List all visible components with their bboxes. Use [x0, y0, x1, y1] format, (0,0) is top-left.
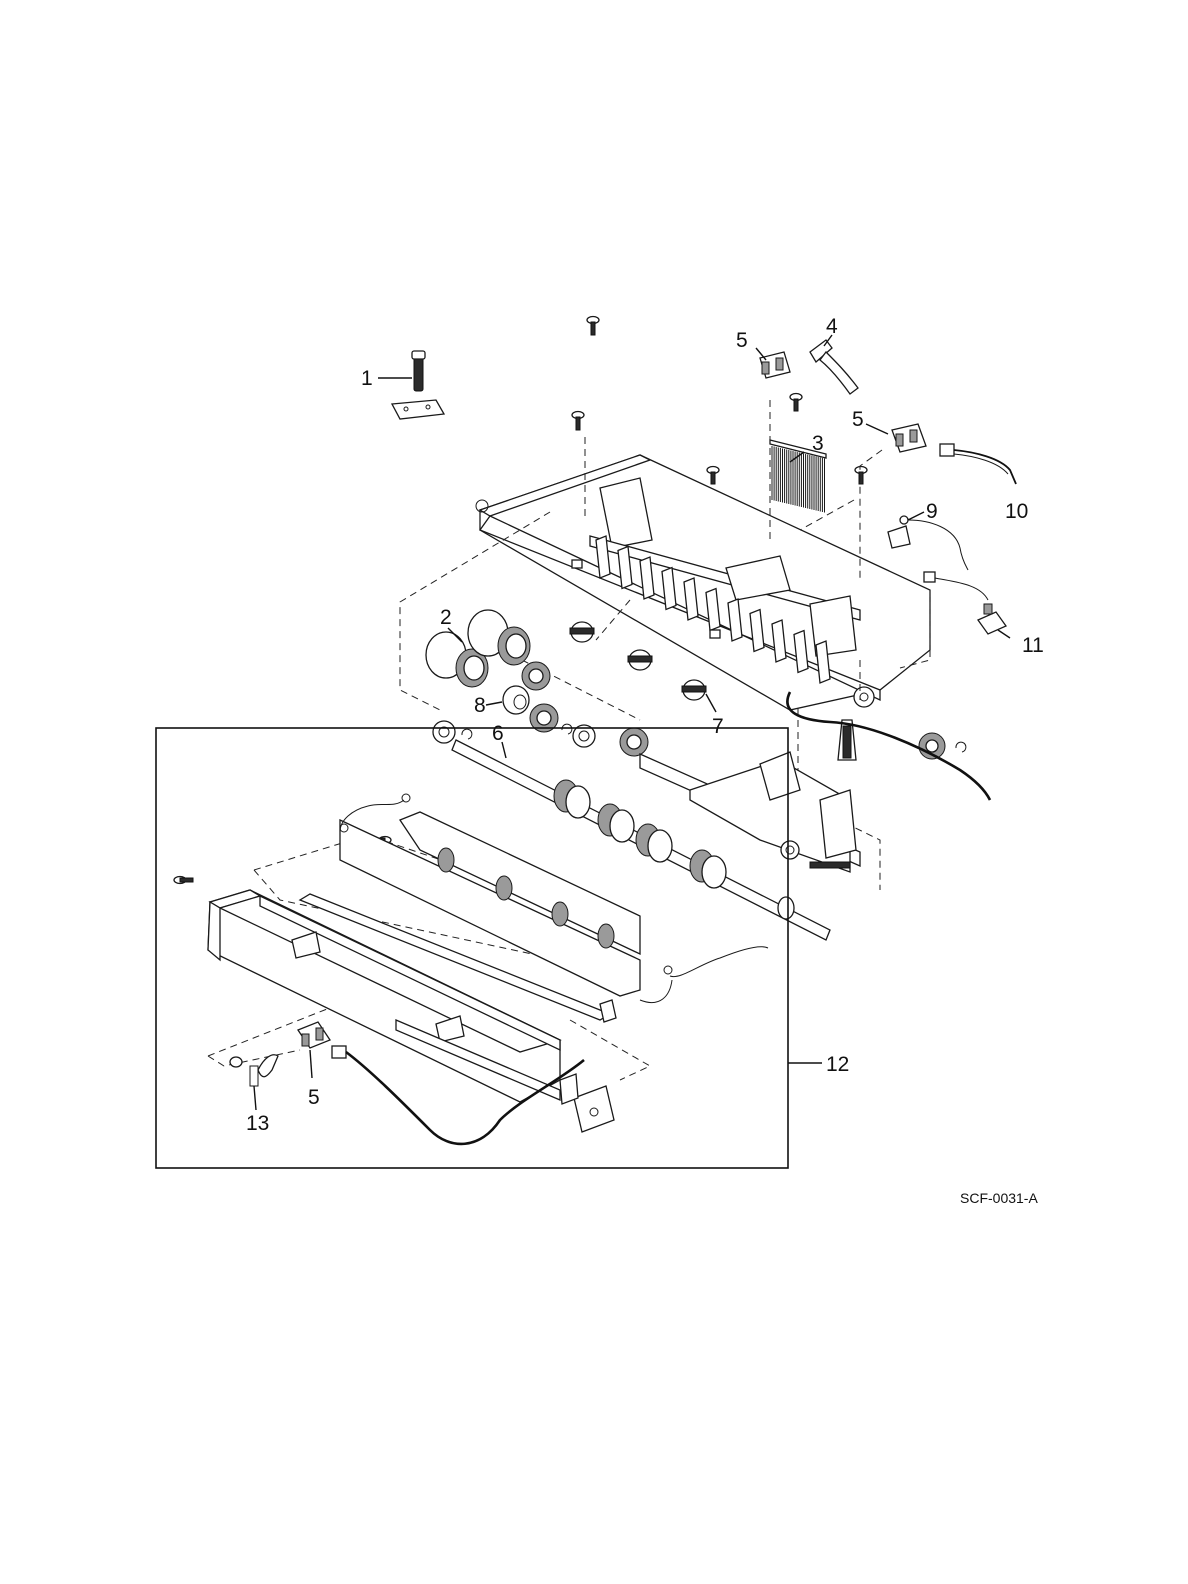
part-11-sensor — [924, 572, 1006, 634]
screw-mid — [707, 467, 719, 485]
gear-1 — [522, 662, 550, 690]
lower-bracket — [560, 1074, 614, 1132]
screw-top — [587, 317, 599, 336]
screw-sensor — [790, 394, 802, 412]
callout-8: 8 — [474, 694, 486, 717]
shaft-roller-1 — [554, 780, 590, 818]
shaft-roller-4 — [690, 850, 726, 888]
callout-5-right: 5 — [852, 408, 864, 431]
gear-3 — [620, 728, 648, 756]
callout-13: 13 — [246, 1112, 269, 1135]
callout-4: 4 — [826, 315, 838, 338]
shaft-roller-2 — [598, 804, 634, 842]
part-4-actuator — [810, 340, 858, 394]
screw-module-left — [174, 877, 193, 884]
callout-2: 2 — [440, 606, 452, 629]
callout-5-lower: 5 — [308, 1086, 320, 1109]
callout-3: 3 — [812, 432, 824, 455]
part-5-sensor-lower — [298, 1022, 330, 1048]
part-9-bracket — [888, 516, 968, 570]
callout-9: 9 — [926, 500, 938, 523]
callout-1: 1 — [361, 367, 373, 390]
callout-7: 7 — [712, 715, 724, 738]
bushing-left — [433, 721, 455, 743]
callout-5-top: 5 — [736, 329, 748, 352]
guide-roller — [496, 876, 512, 900]
part-8-roller — [503, 686, 529, 714]
part-1-pin-bracket — [392, 351, 444, 419]
ground-wire-right — [670, 947, 768, 977]
callout-12: 12 — [826, 1053, 849, 1076]
screw-right — [855, 467, 867, 485]
figure-code: SCF-0031-A — [960, 1190, 1038, 1206]
guide-roller — [438, 848, 454, 872]
guide-roller — [598, 924, 614, 948]
part-5-sensor-top — [760, 352, 790, 378]
callout-6: 6 — [492, 722, 504, 745]
shaft-roller-3 — [636, 824, 672, 862]
screw-upper-left — [572, 412, 584, 431]
callout-10: 10 — [1005, 500, 1028, 523]
part-10-harness — [940, 444, 1016, 484]
guide-roller — [552, 902, 568, 926]
part-5-sensor-right — [892, 424, 926, 452]
callout-11: 11 — [1022, 634, 1044, 657]
